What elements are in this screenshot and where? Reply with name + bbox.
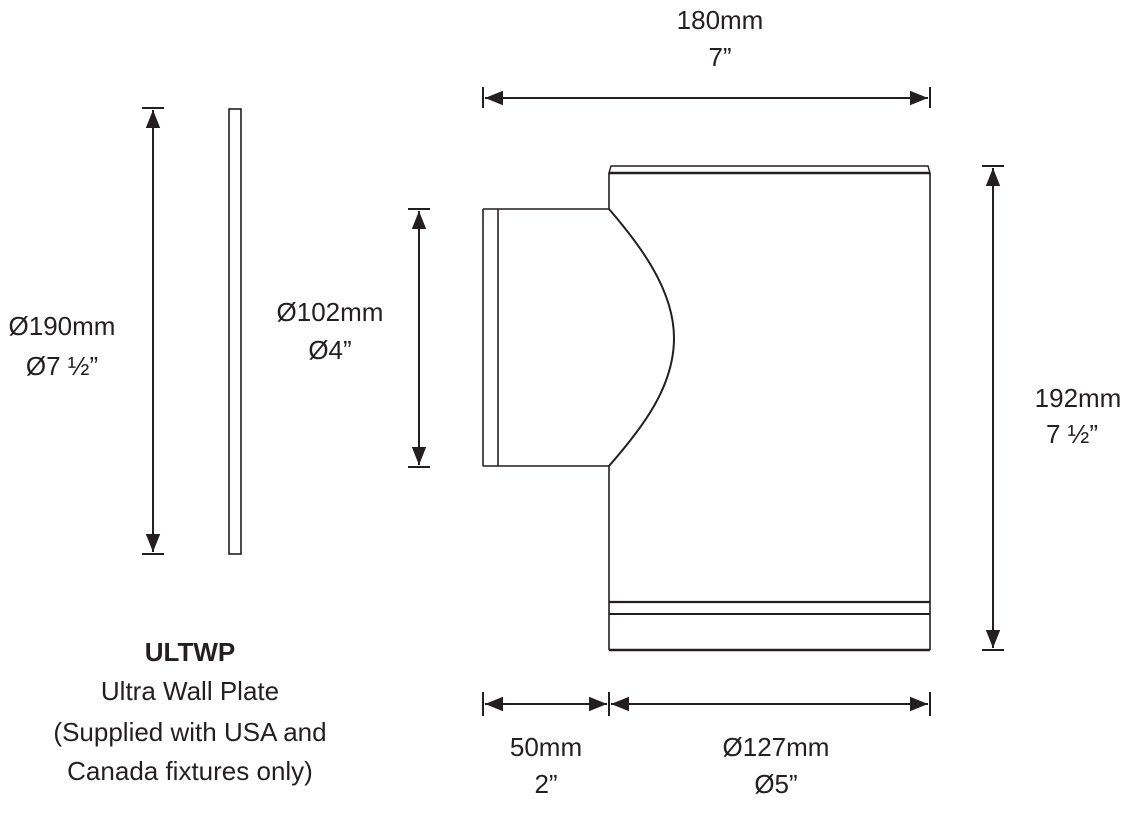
branch-diameter-inch: Ø4” — [308, 335, 352, 365]
tee-body — [608, 165, 931, 652]
plate-note-line1: (Supplied with USA and — [53, 717, 327, 747]
tee-branch — [482, 208, 676, 467]
overall-height-inch: 7 ½” — [1045, 419, 1099, 449]
overall-width-mm: 180mm — [676, 5, 764, 35]
branch-length-mm: 50mm — [509, 732, 583, 762]
plate-diameter-mm: Ø190mm — [8, 311, 116, 341]
body-diameter-inch: Ø5” — [754, 769, 798, 799]
branch-length-inch: 2” — [534, 769, 558, 799]
overall-width-inch: 7” — [708, 42, 732, 72]
dim-plate-diameter — [142, 107, 164, 555]
plate-code: ULTWP — [144, 637, 236, 667]
body-diameter-mm: Ø127mm — [722, 732, 830, 762]
dim-overall-width — [482, 87, 931, 108]
wall-plate — [228, 108, 242, 555]
plate-note-line2: Canada fixtures only) — [67, 756, 313, 786]
dim-branch-diameter — [408, 208, 430, 468]
plate-name: Ultra Wall Plate — [100, 676, 280, 706]
dim-bottom — [482, 692, 931, 716]
branch-diameter-mm: Ø102mm — [276, 297, 384, 327]
overall-height-mm: 192mm — [1034, 383, 1122, 413]
plate-diameter-inch: Ø7 ½” — [25, 351, 99, 381]
dim-overall-height — [982, 165, 1004, 651]
